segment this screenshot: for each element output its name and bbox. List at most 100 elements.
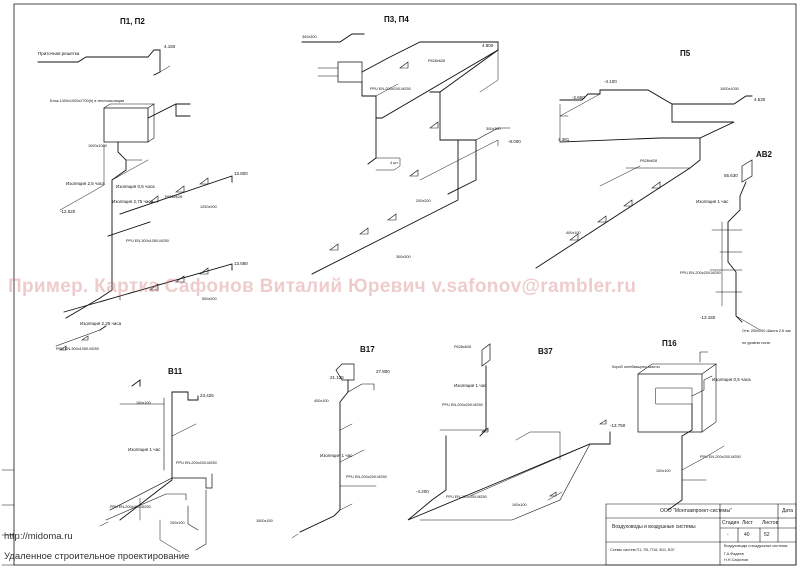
title-block-title: Воздуховоды и воздушные системы — [612, 524, 696, 530]
size-1500x150-v17: 1500x150 — [256, 519, 273, 523]
system-p3p4-lines — [301, 33, 511, 275]
title-block-stage: - — [727, 532, 729, 538]
system-p5-diffusers — [569, 181, 661, 241]
footer-site-link[interactable]: http://midoma.ru — [4, 531, 73, 542]
size-400x100-p5: 400x100 — [566, 231, 581, 235]
label-ppu-3-p3: PPU EN-200x200-M250 — [370, 87, 411, 91]
level-27800: 27.800 — [376, 369, 390, 374]
system-title-p5: П5 — [680, 49, 691, 58]
grille-r628-p5: Р628x628 — [640, 159, 658, 163]
label-insulation-1-v37: Изоляция 1 час — [454, 383, 487, 388]
title-block-drawing: Схемы систем П1, П5, П16, В11, В37 — [610, 548, 675, 552]
system-av2-lines — [709, 159, 761, 331]
label-insulation-275: Изоляция 2,75 часа — [112, 199, 154, 204]
label-block: Блок 1400x1000x2700(h) в теплоизоляции — [50, 99, 125, 103]
label-insulation-05-p16: Изоляция 0,5 часа — [712, 377, 751, 382]
title-block-drawing-sub: Воздуховоды и воздушные системы — [724, 544, 788, 548]
size-400x100-v17: 400x100 — [314, 399, 329, 403]
watermark-text: Пример. Картка Сафонов Виталий Юревич v.… — [8, 276, 637, 297]
level-4100: -4.100 — [604, 79, 617, 84]
size-200x200-p3: 200x200 — [416, 199, 431, 203]
label-ppu-2-lower: PPU EN-300x1050-M250 — [56, 347, 99, 351]
system-title-v37: В37 — [538, 347, 553, 356]
level-21125: 21.125 — [330, 375, 344, 380]
label-insulation-25: Изоляция 2,5 часа — [66, 181, 105, 186]
level-4381: 4.381 — [558, 137, 570, 142]
level-4800: 4.800 — [482, 43, 494, 48]
footer-tagline: Удаленное строительное проектирование — [4, 551, 190, 562]
system-title-av2: АВ2 — [756, 150, 773, 159]
size-1000x1000: 1000x1000 — [88, 144, 107, 148]
level-12520: -12.520 — [60, 209, 76, 214]
label-insulation-05: Изоляция 0,5 часа — [116, 184, 155, 189]
level-13800: 13.800 — [234, 171, 248, 176]
label-box-insulation: Короб огнебзащиты шахты — [612, 365, 660, 369]
label-insulation-225: Изоляция 2,25 часа — [80, 321, 122, 326]
label-note-shaft: Отв. 200x200 Шахта 2.5 час — [742, 329, 792, 333]
level-13750: -13.750 — [610, 423, 626, 428]
system-p5-lines — [535, 89, 753, 269]
label-ppu-3-av2: PPU EN-200x200-M250 — [680, 271, 721, 275]
title-block-sheet: 40 — [744, 532, 750, 538]
label-insulation-1-v17: Изоляция 1 час — [320, 453, 353, 458]
label-note-roof: по уровню пола — [742, 341, 770, 345]
system-title-v11: В11 — [168, 367, 183, 376]
label-ppu-2: PPU EN-300x1050-M250 — [126, 239, 169, 243]
label-ppu-3-v11: PPU EN-200x200-M250 — [176, 461, 217, 465]
level-2650: -2.650 — [572, 95, 585, 100]
label-ppu-3-v17: PPU EN-200x200-M250 — [346, 475, 387, 479]
system-p1p2-diffusers — [59, 177, 209, 351]
binding-strip — [1, 469, 15, 566]
system-p16-lines — [637, 351, 725, 511]
size-100x100-p16: 100x100 — [656, 469, 671, 473]
system-title-p1p2: П1, П2 — [120, 17, 145, 26]
system-v37-lines — [407, 343, 611, 521]
level-4200: -4.200 — [416, 489, 429, 494]
label-insulation-1-v11: Изоляция 1 час — [128, 447, 161, 452]
title-block-checker: Н.Н.Сафонов — [724, 558, 748, 562]
level-23425: 23.425 — [200, 393, 214, 398]
level-8000: -8.000 — [508, 139, 521, 144]
size-300x300-p3b: 300x300 — [486, 127, 501, 131]
title-block-date-label: Дата — [782, 508, 794, 514]
label-ppu-1-v11: PPU EN-200x300-M250 — [110, 505, 151, 509]
grille-count-p3: 4 шт — [390, 161, 398, 165]
grille-r628: Р628x628 — [165, 195, 183, 199]
system-title-p16: П16 — [662, 339, 677, 348]
level-13580: 13.580 — [234, 261, 248, 266]
label-supply-grille: Приточная решетка — [38, 51, 80, 56]
title-block-company: ООО "Монтажпроект-системы" — [660, 508, 732, 514]
system-title-v17: В17 — [360, 345, 375, 354]
level-4150: 4.150 — [164, 44, 176, 49]
size-500x400-p5: 1000x1000 — [720, 87, 739, 91]
system-p1p2-lines — [37, 49, 233, 347]
title-block-author: Г.А.Фадеев — [724, 552, 744, 556]
size-500x200: 500x200 — [202, 297, 217, 301]
title-block-sheet-label: Лист — [742, 520, 753, 526]
size-300x300-p3c: 300x300 — [396, 255, 411, 259]
level-55630: 55.630 — [724, 173, 738, 178]
size-100x100-v11: 100x100 — [136, 401, 151, 405]
label-insulation-1-av2: Изоляция 1 час — [696, 199, 729, 204]
title-block-sheets-label: Листов — [762, 520, 779, 526]
system-v37-diffusers — [481, 419, 607, 497]
system-title-p3p4: П3, П4 — [384, 15, 409, 24]
title-block-stage-label: Стадия — [722, 520, 740, 526]
label-ppu-3-v37: PPU EN-200x200-M250 — [442, 403, 483, 407]
system-v17-lines — [291, 363, 377, 539]
label-ppu-3-p16: PPU EN-200x200-M250 — [700, 455, 741, 459]
label-ppu-1-v37: PPU EN-200x300-M250 — [446, 495, 487, 499]
system-p3p4-diffusers — [329, 61, 439, 251]
title-block-grid — [605, 503, 797, 566]
title-block-sheets: 52 — [764, 532, 770, 538]
size-300x300-p3: 300x300 — [302, 35, 317, 39]
grille-r628-v37: Р628x628 — [454, 345, 472, 349]
system-v11-lines — [99, 379, 213, 553]
grille-r628-p3: Р628x628 — [428, 59, 446, 63]
size-1250x200: 1250x200 — [200, 205, 217, 209]
size-200x100-v11: 200x100 — [170, 521, 185, 525]
size-100x100-v37: 100x100 — [512, 503, 527, 507]
level-13150: -13.150 — [700, 315, 716, 320]
level-4530: 4.530 — [754, 97, 766, 102]
